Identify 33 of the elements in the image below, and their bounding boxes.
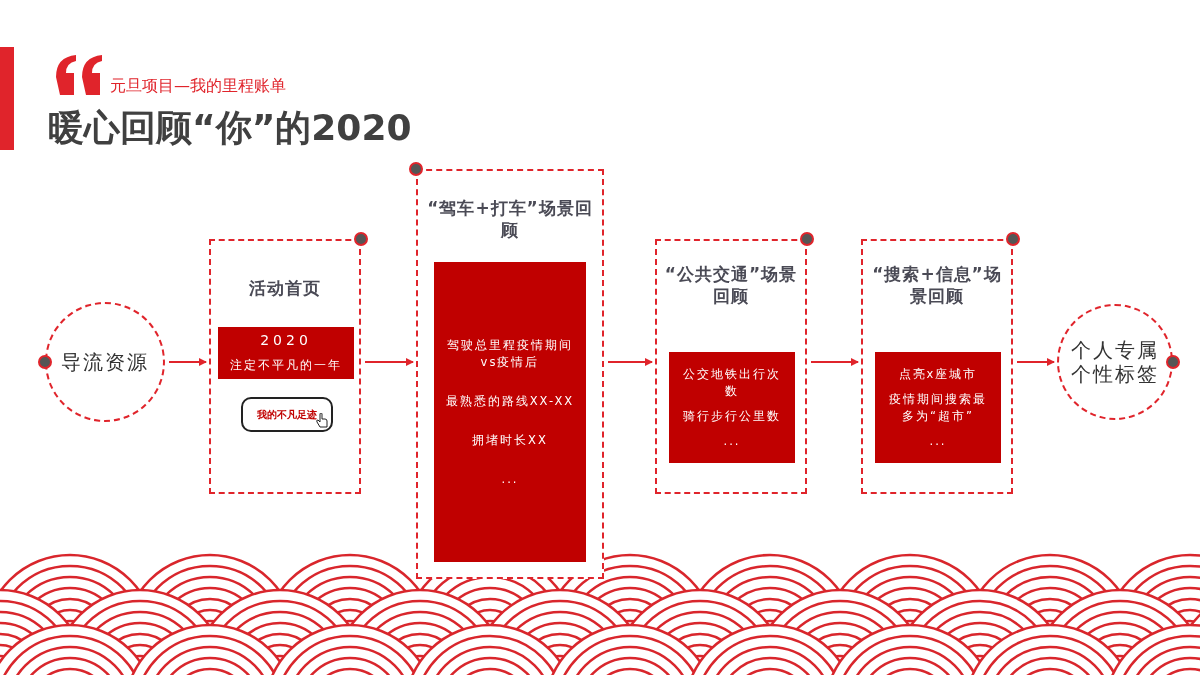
dashed-panel [209, 239, 361, 494]
card-text: ... [722, 432, 742, 450]
card-text: 最熟悉的路线XX-XX [444, 392, 576, 410]
node-text: 导流资源 [60, 350, 150, 374]
card-text: 疫情期间搜索最多为“超市” [888, 390, 988, 425]
card-text: 拥堵时长XX [471, 431, 549, 449]
info-card [218, 327, 354, 379]
node-text: 个人专属个性标签 [1070, 338, 1160, 386]
info-card [875, 352, 1001, 463]
card-text: 点亮x座城市 [897, 365, 979, 383]
info-card [434, 262, 586, 562]
panel-heading: “搜索+信息”场景回顾 [871, 263, 1003, 307]
arrow [1016, 358, 1055, 366]
arrow [364, 358, 414, 366]
card-text: 驾驶总里程疫情期间vs疫情后 [446, 336, 574, 371]
card-text: 注定不平凡的一年 [229, 357, 343, 374]
arrow [810, 358, 859, 366]
dashed-panel [655, 239, 807, 494]
card-text: ... [928, 432, 948, 450]
card-text: ... [500, 470, 520, 488]
title: 暖心回顾“你”的2020 [48, 106, 412, 150]
subtitle: 元旦项目—我的里程账单 [110, 76, 286, 97]
dashed-panel [861, 239, 1013, 494]
panel-heading: “公共交通”场景回顾 [663, 263, 799, 307]
card-text: 公交地铁出行次数 [682, 365, 782, 400]
arrow [607, 358, 653, 366]
panel-heading: “驾车+打车”场景回顾 [426, 197, 594, 241]
card-text: 2020 [259, 332, 313, 349]
arrow [168, 358, 207, 366]
info-card [669, 352, 795, 463]
panel-heading: 活动首页 [248, 277, 322, 299]
footprint-button: 我的不凡足迹 [241, 397, 333, 432]
card-text: 骑行步行公里数 [682, 407, 782, 425]
